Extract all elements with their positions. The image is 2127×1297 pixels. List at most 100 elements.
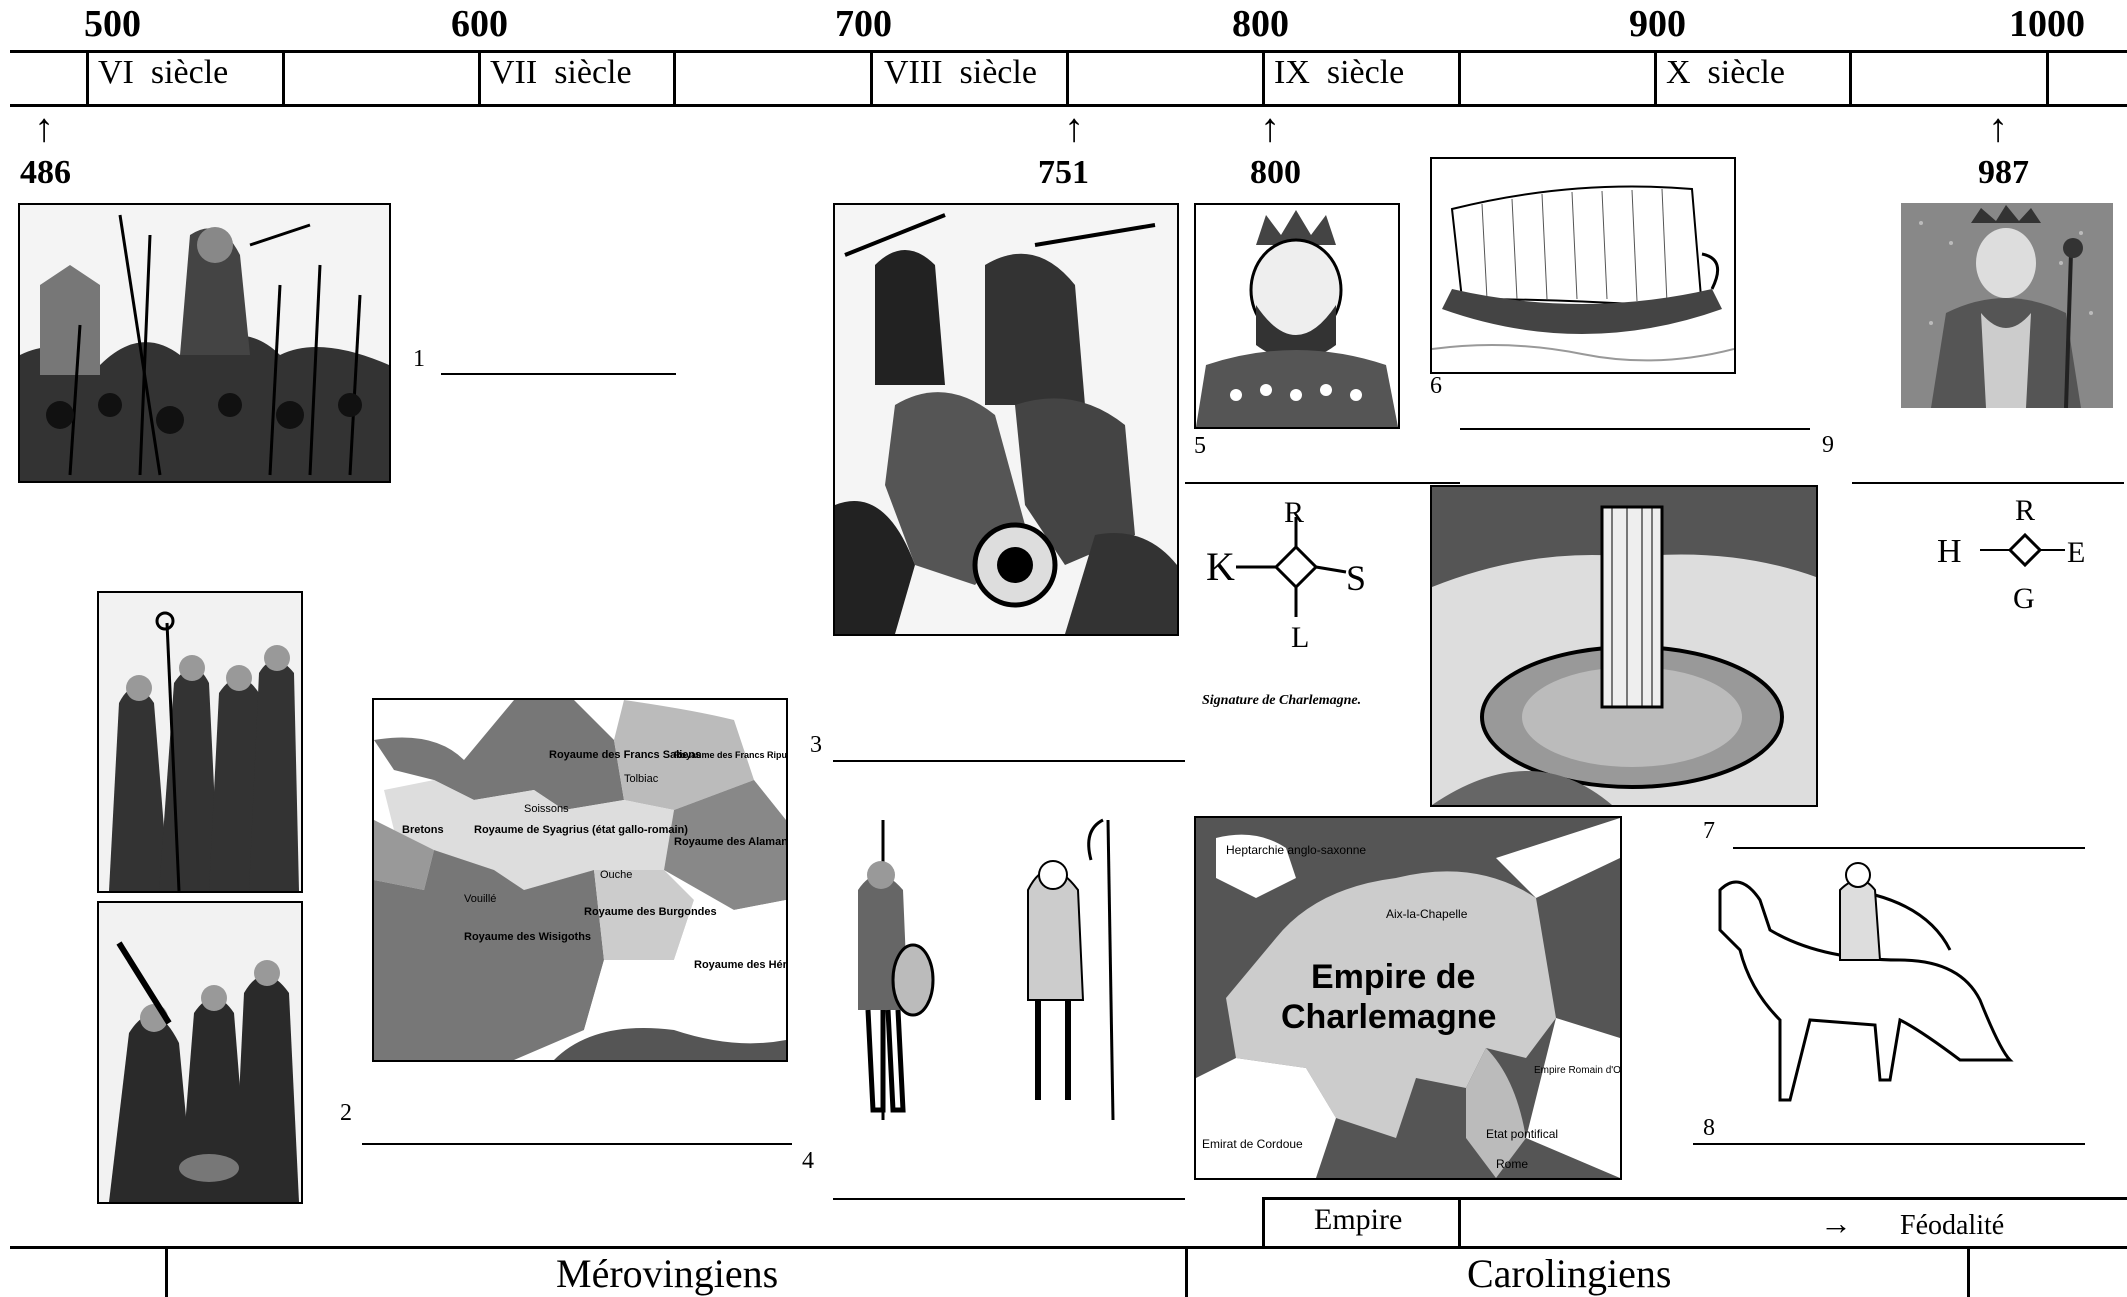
answer-line-7[interactable]	[1733, 847, 2085, 849]
map1-label: Tolbiac	[624, 773, 659, 785]
dynasty-divider	[1185, 1246, 1188, 1297]
map1-label: Bretons	[402, 824, 444, 836]
map2-title-line2: Charlemagne	[1281, 998, 1496, 1036]
blank-number-4: 4	[802, 1148, 814, 1174]
tick	[1458, 50, 1461, 107]
bar-top-line	[1262, 1197, 2127, 1200]
monogram-letter: K	[1206, 544, 1235, 589]
answer-line-4[interactable]	[833, 1198, 1185, 1200]
year-900: 900	[1629, 3, 1686, 45]
monogram-letter: L	[1291, 621, 1309, 654]
event-year-800: 800	[1250, 154, 1301, 191]
blank-number-9: 9	[1822, 432, 1834, 458]
dynasty-divider	[165, 1246, 168, 1297]
tick	[870, 50, 873, 107]
map2-label: Aix-la-Chapelle	[1386, 907, 1468, 921]
signature-caption: Signature de Charlemagne.	[1202, 693, 1362, 708]
map2-label: Heptarchie anglo-saxonne	[1226, 843, 1366, 857]
map1-label: Royaume des Burgondes	[584, 906, 717, 918]
tick	[282, 50, 285, 107]
arrow-up-icon: ↑	[34, 105, 54, 150]
warriors-illustration	[833, 810, 1133, 1130]
map1-label: Royaume des Francs Ripuaires	[674, 750, 786, 760]
event-year-751: 751	[1038, 154, 1089, 191]
arrow-up-icon: ↑	[1988, 105, 2008, 150]
battle-illustration	[833, 203, 1179, 636]
year-1000: 1000	[2009, 3, 2085, 45]
answer-line-1[interactable]	[441, 373, 676, 375]
bar-divider	[1262, 1197, 1265, 1247]
answer-line-8[interactable]	[1693, 1143, 2085, 1145]
blank-number-2: 2	[340, 1100, 352, 1126]
century-9: IX siècle	[1274, 54, 1405, 91]
blank-number-1: 1	[413, 346, 425, 372]
map1-label: Royaume des Alamans	[674, 836, 786, 848]
map1-label: Vouillé	[464, 893, 496, 905]
charlemagne-portrait	[1194, 203, 1400, 429]
answer-line-6[interactable]	[1460, 428, 1810, 430]
map1-label: Soissons	[524, 803, 569, 815]
map2-label: Rome	[1496, 1157, 1528, 1171]
monogram-letter: G	[2013, 582, 2035, 615]
map2-label: Emirat de Cordoue	[1202, 1137, 1303, 1151]
baptism-illustration	[97, 591, 303, 893]
clovis-shield-illustration	[18, 203, 391, 483]
century-6: VI siècle	[98, 54, 229, 91]
motte-castle-illustration	[1430, 485, 1818, 807]
event-year-486: 486	[20, 154, 71, 191]
monogram-letter: R	[2015, 494, 2035, 527]
map2-label: Empire Romain d'Orient	[1534, 1065, 1620, 1076]
charlemagne-signature: K R S L Signature de Charlemagne.	[1196, 496, 1416, 722]
horseman-illustration	[1700, 850, 2020, 1120]
map1-label: Royaume des Francs Saliens	[549, 749, 701, 761]
map2-title-line1: Empire de	[1311, 958, 1475, 996]
year-500: 500	[84, 3, 141, 45]
charlemagne-empire-map: Empire de Charlemagne Heptarchie anglo-s…	[1194, 816, 1622, 1180]
year-800: 800	[1232, 3, 1289, 45]
century-7: VII siècle	[490, 54, 632, 91]
tick	[1654, 50, 1657, 107]
viking-ship-illustration	[1430, 157, 1736, 374]
map1-label: Royaume des Hérules	[694, 959, 786, 971]
arrow-up-icon: ↑	[1064, 105, 1084, 150]
dynasty-merovingiens: Mérovingiens	[556, 1251, 779, 1296]
answer-line-2[interactable]	[362, 1143, 792, 1145]
tick	[1849, 50, 1852, 107]
answer-line-3[interactable]	[833, 760, 1185, 762]
blank-number-3: 3	[810, 732, 822, 758]
monogram-letter: H	[1937, 533, 1962, 570]
blank-number-6: 6	[1430, 373, 1442, 399]
gaul-kingdoms-map: Royaume des Francs Saliens Royaume des F…	[372, 698, 788, 1062]
tick	[1262, 50, 1265, 107]
blank-number-7: 7	[1703, 818, 1715, 844]
tick	[1066, 50, 1069, 107]
tick	[673, 50, 676, 107]
hugues-monogram: R H E G	[1935, 490, 2115, 640]
arrow-up-icon: ↑	[1260, 105, 1280, 150]
bar-divider	[1458, 1197, 1461, 1247]
monogram-letter: E	[2067, 536, 2085, 569]
answer-line-9[interactable]	[1852, 482, 2124, 484]
map1-label: Ouche	[600, 869, 632, 881]
dynasty-divider	[1967, 1246, 1970, 1297]
century-8: VIII siècle	[884, 54, 1037, 91]
year-600: 600	[451, 3, 508, 45]
soissons-vase-illustration	[97, 901, 303, 1204]
blank-number-8: 8	[1703, 1115, 1715, 1141]
monogram-letter: R	[1284, 497, 1304, 529]
century-10: X siècle	[1666, 54, 1785, 91]
tick	[86, 50, 89, 107]
answer-line-5[interactable]	[1185, 482, 1460, 484]
blank-number-5: 5	[1194, 433, 1206, 459]
tick	[478, 50, 481, 107]
arrow-right-icon: →	[1820, 1205, 1852, 1241]
monogram-letter: S	[1346, 558, 1366, 598]
hugues-capet-portrait	[1901, 203, 2113, 408]
tick	[2046, 50, 2049, 107]
map1-label: Royaume des Wisigoths	[464, 931, 591, 943]
year-700: 700	[835, 3, 892, 45]
empire-label: Empire	[1314, 1203, 1403, 1236]
feodalite-label: Féodalité	[1900, 1210, 2005, 1241]
map2-label: Etat pontifical	[1486, 1127, 1558, 1141]
event-year-987: 987	[1978, 154, 2029, 191]
